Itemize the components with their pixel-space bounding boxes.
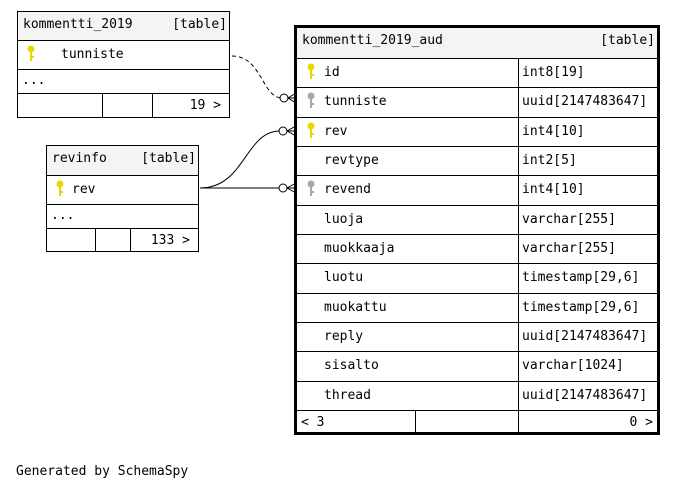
table-revinfo[interactable]: revinfo [table] rev ... 133 >	[46, 145, 199, 252]
column-name: sisalto	[324, 358, 379, 374]
column-row[interactable]: revend int4[10]	[297, 176, 657, 206]
foreign-key-icon	[307, 180, 315, 197]
column-name: luoja	[324, 211, 364, 227]
child-count[interactable]: 133 >	[150, 233, 190, 248]
column-name: muokattu	[324, 299, 387, 315]
column-name: reply	[324, 328, 364, 344]
column-row[interactable]: muokattu timestamp[29,6]	[297, 293, 657, 323]
column-type: int4[10]	[522, 123, 585, 139]
column-row[interactable]: thread uuid[2147483647]	[297, 381, 657, 411]
primary-key-icon	[307, 122, 315, 138]
edge-tunniste-end	[279, 93, 289, 103]
table-footer: 133 >	[47, 229, 198, 251]
primary-key-icon	[307, 63, 315, 79]
table-kommentti-2019-aud[interactable]: kommentti_2019_aud [table] id int8[19] tun…	[294, 25, 660, 435]
column-type: int2[5]	[522, 152, 577, 168]
column-type: varchar[255]	[522, 240, 616, 256]
column-type: uuid[2147483647]	[522, 387, 648, 403]
table-kind: [table]	[172, 17, 227, 32]
generated-by-credit: Generated by SchemaSpy	[16, 464, 189, 479]
primary-key-icon	[27, 45, 35, 61]
table-name: kommentti_2019	[23, 17, 133, 32]
column-row[interactable]: tunniste uuid[2147483647]	[297, 88, 657, 118]
table-name: kommentti_2019_aud	[302, 33, 443, 48]
table-footer: < 3 0 >	[297, 411, 657, 432]
column-row[interactable]: rev	[47, 176, 198, 205]
edge-rev-end	[278, 126, 288, 136]
table-kind: [table]	[600, 33, 655, 48]
column-name: id	[324, 65, 340, 80]
column-name: rev	[72, 182, 96, 197]
column-type: int8[19]	[522, 65, 585, 80]
column-type: int4[10]	[522, 182, 585, 198]
column-name: muokkaaja	[324, 240, 395, 256]
ellipsis: ...	[22, 73, 46, 88]
column-name: luotu	[324, 270, 364, 286]
table-header: kommentti_2019 [table]	[18, 12, 229, 41]
column-type: uuid[2147483647]	[522, 328, 648, 344]
edge-revend-end	[278, 183, 288, 193]
column-type: varchar[255]	[522, 211, 616, 227]
edge-rev	[199, 130, 281, 189]
table-header: kommentti_2019_aud [table]	[297, 28, 657, 59]
ellipsis-row: ...	[18, 70, 229, 94]
column-name: tunniste	[324, 94, 387, 110]
column-row[interactable]: revtype int2[5]	[297, 146, 657, 177]
column-row[interactable]: reply uuid[2147483647]	[297, 322, 657, 353]
column-row[interactable]: sisalto varchar[1024]	[297, 352, 657, 382]
column-name: revtype	[324, 152, 379, 168]
ellipsis: ...	[51, 208, 75, 223]
column-row[interactable]: luotu timestamp[29,6]	[297, 264, 657, 294]
column-type: timestamp[29,6]	[522, 270, 640, 286]
column-row[interactable]: tunniste	[18, 41, 229, 70]
column-row[interactable]: muokkaaja varchar[255]	[297, 234, 657, 265]
column-row[interactable]: id int8[19]	[297, 59, 657, 89]
column-type: timestamp[29,6]	[522, 299, 640, 315]
child-count[interactable]: 0 >	[629, 415, 653, 430]
column-name: revend	[324, 182, 371, 198]
column-name: tunniste	[61, 47, 124, 62]
column-row[interactable]: rev int4[10]	[297, 117, 657, 147]
child-count[interactable]: 19 >	[189, 98, 221, 113]
edge-tunniste	[231, 55, 283, 99]
column-row[interactable]: luoja varchar[255]	[297, 205, 657, 235]
parent-count[interactable]: < 3	[301, 415, 325, 430]
column-type: uuid[2147483647]	[522, 94, 648, 110]
table-header: revinfo [table]	[47, 146, 198, 176]
primary-key-icon	[56, 180, 64, 196]
table-name: revinfo	[52, 151, 107, 166]
table-kind: [table]	[141, 151, 196, 166]
foreign-key-icon	[307, 92, 315, 109]
ellipsis-row: ...	[47, 205, 198, 229]
table-kommentti-2019[interactable]: kommentti_2019 [table] tunniste ... 19 >	[17, 11, 230, 118]
column-type: varchar[1024]	[522, 358, 624, 374]
table-footer: 19 >	[18, 94, 229, 117]
column-name: rev	[324, 123, 348, 139]
column-name: thread	[324, 387, 371, 403]
